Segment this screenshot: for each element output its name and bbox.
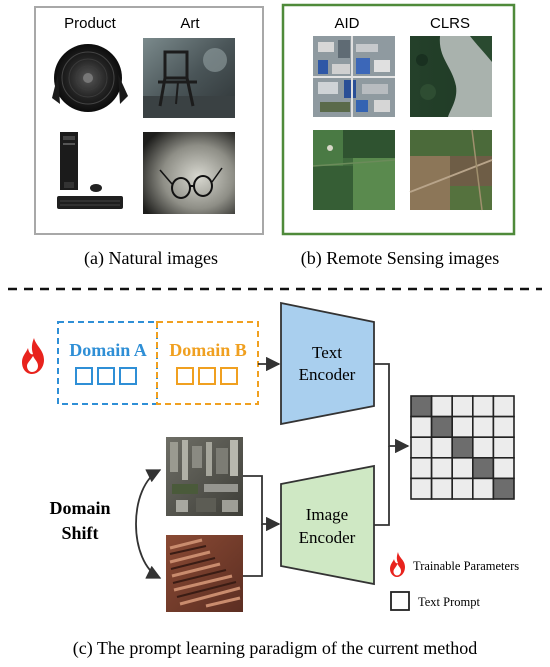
matrix-cell bbox=[451, 477, 474, 500]
similarity-matrix bbox=[410, 395, 515, 500]
legend-trainable-label: Trainable Parameters bbox=[413, 559, 519, 573]
computer-image bbox=[52, 132, 130, 214]
image-encoder-label-line1: Image bbox=[306, 505, 348, 524]
matrix-cell bbox=[451, 436, 474, 459]
matrix-cell bbox=[451, 395, 474, 418]
aid-farmland-image bbox=[312, 130, 396, 210]
fan-image bbox=[52, 40, 130, 120]
panel-b-caption: (b) Remote Sensing images bbox=[301, 248, 499, 269]
matrix-cell bbox=[430, 477, 454, 500]
product-column-label: Product bbox=[64, 15, 117, 32]
matrix-cell bbox=[492, 456, 515, 480]
matrix-cell bbox=[451, 456, 474, 480]
glasses-art-image bbox=[143, 132, 235, 214]
panel-c-caption: (c) The prompt learning paradigm of the … bbox=[73, 638, 478, 659]
matrix-cell bbox=[410, 456, 433, 480]
image-encoder-label-line2: Encoder bbox=[299, 528, 356, 547]
panel-remote-sensing-images: AID CLRS bbox=[281, 3, 516, 269]
chair-art-image bbox=[143, 38, 235, 118]
text-encoder-to-matrix-arrow bbox=[374, 363, 410, 454]
panel-natural-images: Product Art bbox=[34, 6, 264, 269]
art-column-label: Art bbox=[180, 15, 200, 32]
legend-text-prompt-label: Text Prompt bbox=[418, 595, 480, 609]
matrix-cell bbox=[430, 436, 454, 459]
matrix-cell bbox=[410, 477, 433, 500]
panel-a-caption: (a) Natural images bbox=[84, 248, 218, 269]
domain-shift-label-line2: Shift bbox=[61, 523, 98, 543]
clrs-column-label: CLRS bbox=[430, 15, 470, 32]
bottom-image-to-encoder-line bbox=[243, 524, 263, 577]
image-encoder-block bbox=[280, 464, 375, 586]
legend-trainable: Trainable Parameters bbox=[390, 552, 519, 577]
matrix-cell bbox=[492, 436, 515, 459]
legend-text-prompt: Text Prompt bbox=[390, 591, 480, 611]
domain-shift-arrow bbox=[135, 469, 162, 579]
matrix-cell bbox=[430, 415, 454, 439]
matrix-cell bbox=[410, 415, 433, 439]
domain-b-prompt-tokens bbox=[176, 367, 238, 385]
text-encoder-label-line2: Encoder bbox=[299, 365, 356, 384]
image-encoder-to-matrix-line bbox=[374, 446, 390, 526]
domain-a-box bbox=[57, 321, 158, 405]
matrix-cell bbox=[471, 456, 495, 480]
flame-icon bbox=[390, 552, 405, 577]
clrs-river-image bbox=[410, 36, 492, 117]
domain-b-box bbox=[156, 321, 259, 405]
text-prompt-box-icon bbox=[390, 591, 410, 611]
domain-b-label: Domain B bbox=[169, 340, 247, 360]
text-encoder-label-line1: Text bbox=[312, 343, 342, 362]
flame-icon bbox=[22, 338, 44, 374]
domain-shift-label-line1: Domain bbox=[49, 498, 110, 518]
aid-column-label: AID bbox=[334, 15, 359, 32]
top-image-to-encoder-arrow bbox=[243, 475, 281, 532]
clrs-field-image bbox=[409, 129, 493, 211]
matrix-cell bbox=[471, 436, 495, 459]
matrix-cell bbox=[492, 415, 515, 439]
matrix-cell bbox=[471, 415, 495, 439]
matrix-cell bbox=[410, 436, 433, 459]
domain-a-label: Domain A bbox=[69, 340, 147, 360]
matrix-cell bbox=[492, 477, 515, 500]
matrix-cell bbox=[471, 395, 495, 418]
domain-a-prompt-tokens bbox=[75, 367, 137, 385]
matrix-cell bbox=[492, 395, 515, 418]
matrix-cell bbox=[471, 477, 495, 500]
aid-urban-image bbox=[313, 36, 395, 117]
text-encoder-block bbox=[280, 301, 375, 426]
matrix-cell bbox=[410, 395, 433, 418]
domain-shift-top-image bbox=[166, 437, 243, 516]
panel-prompt-learning: Domain A Domain B Text Encoder bbox=[22, 301, 519, 659]
domain-shift-bottom-image bbox=[166, 535, 243, 612]
matrix-cell bbox=[451, 415, 474, 439]
matrix-cell bbox=[430, 395, 454, 418]
matrix-cell bbox=[430, 456, 454, 480]
